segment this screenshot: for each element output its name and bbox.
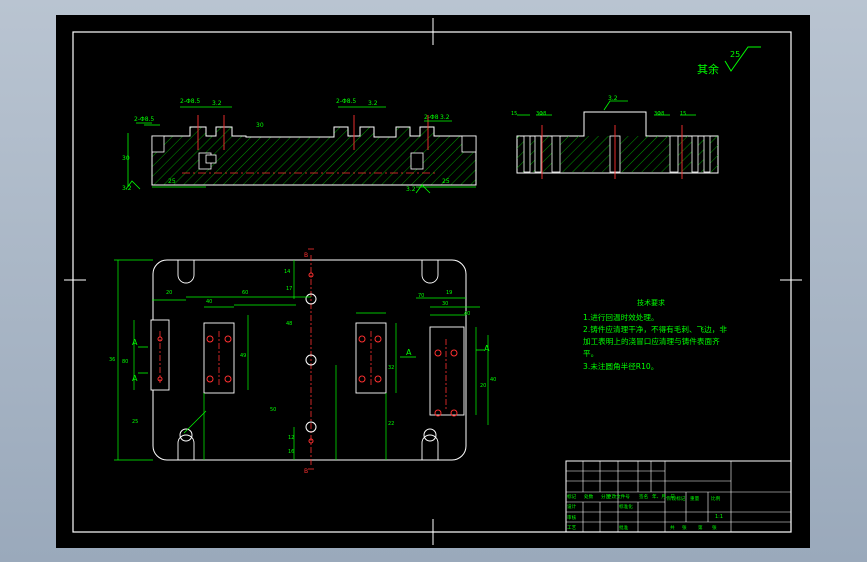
tech-line: 加工表明上的浇冒口应清理与铸件表面齐 xyxy=(583,336,720,346)
dimension-label: 70 xyxy=(418,293,424,299)
centering-marks xyxy=(64,18,802,545)
dimension-label: 36 xyxy=(109,357,115,363)
title-block-cell: 更改文件号 xyxy=(607,493,630,500)
dimension-label: 25 xyxy=(168,178,176,185)
dimension-label: 17 xyxy=(286,286,292,292)
dimension-label: 50 xyxy=(270,407,276,413)
dimension-label: 60 xyxy=(242,290,248,296)
title-block-cell: 张 xyxy=(712,524,717,531)
dimension-label: 30 xyxy=(122,155,130,162)
title-block-cell: 共 xyxy=(670,524,675,531)
roughness-rest-value: 25 xyxy=(730,50,740,59)
title-block-cell: 重量 xyxy=(690,495,700,502)
roughness-value: 3.2 xyxy=(440,114,450,121)
dimension-label: 3Φ8 xyxy=(536,111,546,117)
drawing-sheet: 其余 25 2-Φ8.5 2-Φ8.5 2-Φ8 2-Φ8.5 3.2 xyxy=(56,15,810,548)
side-section-view: 3.2 15 3Φ8 3Φ8 15 xyxy=(511,95,719,179)
section-mark: A xyxy=(406,348,412,357)
dimension-label: 15 xyxy=(680,111,686,117)
title-block-cell: 分区 xyxy=(601,493,611,500)
section-mark: A xyxy=(132,338,138,347)
dimension-label: 14 xyxy=(284,269,290,275)
dimension-label: 49 xyxy=(240,353,246,359)
callout-label: 2-Φ8.5 xyxy=(180,98,200,105)
title-block-cell: 第 xyxy=(698,524,703,531)
title-block-cell: 工艺 xyxy=(567,525,577,531)
title-block-cell: 批准 xyxy=(619,524,629,531)
roughness-value: 3.2 xyxy=(368,100,378,107)
dimension-label: 12 xyxy=(288,435,294,441)
dimension-label: 40 xyxy=(206,299,212,305)
dimension-label: 15 xyxy=(511,111,517,117)
section-mark: A xyxy=(484,344,490,353)
callout-label: 2-Φ8 xyxy=(424,114,439,121)
holes xyxy=(179,293,437,442)
section-mark: B xyxy=(304,252,308,259)
tech-line: 平。 xyxy=(583,349,598,358)
title-block-cell: 设计 xyxy=(567,503,577,510)
dimension-label: 30 xyxy=(256,122,264,129)
title-block-cell: 审核 xyxy=(567,514,577,521)
callout-label: 2-Φ8.5 xyxy=(134,116,154,123)
front-section-view: 2-Φ8.5 2-Φ8.5 2-Φ8 2-Φ8.5 3.2 3.2 3.2 3.… xyxy=(122,98,477,194)
title-block-scale: 1:1 xyxy=(715,514,723,520)
tech-title: 技术要求 xyxy=(637,298,665,307)
roughness-rest-symbol: 其余 25 xyxy=(697,46,761,76)
dimension-label: 25 xyxy=(442,178,450,185)
tech-line: 2.铸件应清理干净，不得有毛刺、飞边，非 xyxy=(583,324,727,334)
title-block-cell: 处数 xyxy=(584,493,594,500)
title-block-cell: 阶段标记 xyxy=(667,495,686,502)
title-block-cell: 年、月、日 xyxy=(652,493,675,500)
roughness-value: 3.2 xyxy=(608,95,618,102)
roughness-rest-label: 其余 xyxy=(697,62,719,76)
dimension-label: 20 xyxy=(166,290,172,296)
dimension-label: 22 xyxy=(388,421,394,427)
dimension-label: 48 xyxy=(286,321,292,327)
cad-drawing: 其余 25 2-Φ8.5 2-Φ8.5 2-Φ8 2-Φ8.5 3.2 xyxy=(64,18,802,545)
dimension-label: 16 xyxy=(288,449,294,455)
title-block-cell: 签名 xyxy=(639,493,648,500)
tech-line: 1.进行回温时效处理。 xyxy=(583,312,659,322)
title-block-cell: 比例 xyxy=(711,495,721,502)
dimension-label: 25 xyxy=(132,419,138,425)
drawing-border xyxy=(72,31,792,533)
section-mark: B xyxy=(304,468,308,475)
dimension-label: 40 xyxy=(464,311,470,317)
title-block-cell: 张 xyxy=(682,524,687,531)
dimension-label: 20 xyxy=(480,383,486,389)
title-block-cell: 标记 xyxy=(567,493,577,500)
dimension-label: 32 xyxy=(388,365,394,371)
title-block-cell: 标准化 xyxy=(619,503,633,510)
section-mark: A xyxy=(132,374,138,383)
title-block: 标记 处数 分区 更改文件号 签名 年、月、日 设计 标准化 审核 工艺 批准 … xyxy=(565,460,792,533)
roughness-value: 3.2 xyxy=(212,100,222,107)
callout-label: 2-Φ8.5 xyxy=(336,98,356,105)
dimension-label: 3Φ8 xyxy=(654,111,664,117)
roughness-value: 3.2 xyxy=(122,185,132,192)
dimension-label: 40 xyxy=(490,377,496,383)
dimension-label: 30 xyxy=(442,301,448,307)
roughness-value: 3.2 xyxy=(406,186,416,193)
dimension-label: 19 xyxy=(446,290,452,296)
technical-requirements: 技术要求 1.进行回温时效处理。 2.铸件应清理干净，不得有毛刺、飞边，非 加工… xyxy=(583,298,727,371)
dimension-label: 80 xyxy=(122,359,128,365)
tech-line: 3.未注圆角半径R10。 xyxy=(583,361,658,371)
plan-view: A A A A B B 14 20 60 40 17 70 19 48 30 4… xyxy=(109,248,496,475)
